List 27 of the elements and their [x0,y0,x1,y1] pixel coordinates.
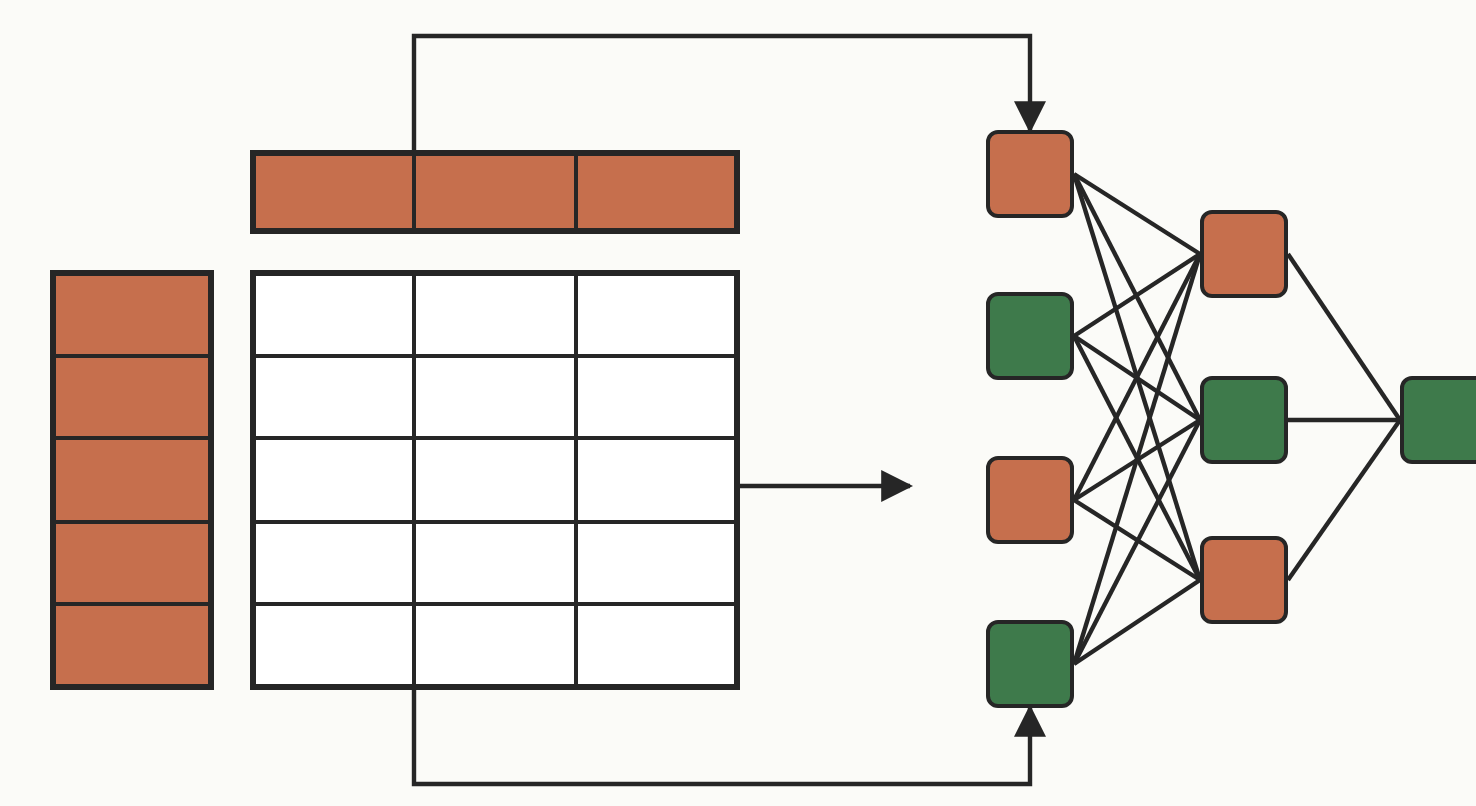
network-node [986,130,1074,218]
row-label-column [50,270,214,690]
network-node [1200,210,1288,298]
connection-line [1072,578,1202,666]
arrow [740,470,914,502]
network-node [986,292,1074,380]
data-table [250,270,740,690]
connection-line [1072,498,1202,582]
network-node [1200,376,1288,464]
connection-line [1286,418,1402,582]
header-bar [250,150,740,234]
connection-line [1072,419,1202,665]
connection-line [1072,418,1202,502]
connection-line [1072,253,1202,501]
connection-line [1072,334,1202,422]
network-node [1200,536,1288,624]
arrow [411,33,1046,150]
network-node [986,456,1074,544]
arrow [411,690,1046,787]
connection-line [1072,172,1202,256]
connection-line [1072,252,1202,338]
network-node [986,620,1074,708]
connection-line [1072,173,1202,421]
connection-line [1072,335,1202,581]
connection-line [1288,417,1400,423]
connection-line [1286,252,1402,422]
network-node [1400,376,1476,464]
